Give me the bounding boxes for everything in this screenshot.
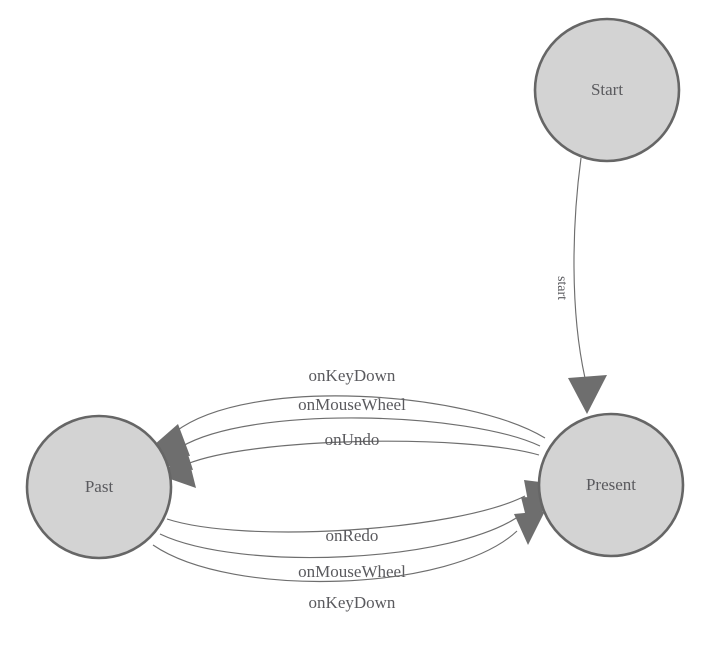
- edge-label-present-past-3: onUndo: [325, 430, 380, 449]
- node-present-label: Present: [586, 475, 636, 494]
- edge-path-past-present-2: [159, 513, 523, 559]
- node-present[interactable]: Present: [537, 412, 685, 558]
- edge-path-present-past-3: [186, 440, 540, 465]
- edge-path-start-present: [573, 157, 586, 379]
- edge-path-past-present-1: [166, 495, 526, 533]
- edge-label-start: start: [554, 276, 569, 300]
- node-past[interactable]: Past: [25, 414, 173, 560]
- edge-path-present-past-2: [180, 417, 541, 448]
- node-start[interactable]: Start: [533, 17, 681, 163]
- node-present-shape: [537, 412, 685, 558]
- node-past-shape: [25, 414, 173, 560]
- edge-path-past-present-3: [152, 530, 518, 582]
- arrowhead-present-past-3: [156, 456, 196, 488]
- edge-past-to-present-onredo[interactable]: onRedo: [166, 480, 556, 545]
- edge-present-to-past-onundo[interactable]: onUndo: [156, 430, 540, 488]
- edge-label-past-present-1: onRedo: [326, 526, 379, 545]
- edge-label-past-present-2: onMouseWheel: [298, 562, 406, 581]
- edge-past-to-present-onkeydown[interactable]: onKeyDown: [152, 511, 545, 612]
- node-start-shape: [533, 17, 681, 163]
- node-past-label: Past: [85, 477, 114, 496]
- arrowhead-past-present-3: [514, 511, 545, 545]
- node-start-label: Start: [591, 80, 623, 99]
- edge-label-present-past-2: onMouseWheel: [298, 395, 406, 414]
- edge-label-past-present-3: onKeyDown: [309, 593, 396, 612]
- edge-label-present-past-1: onKeyDown: [309, 366, 396, 385]
- edge-path-present-past-1: [174, 395, 546, 439]
- edge-start-to-present[interactable]: start: [554, 157, 607, 414]
- arrowhead-start-present: [568, 375, 607, 414]
